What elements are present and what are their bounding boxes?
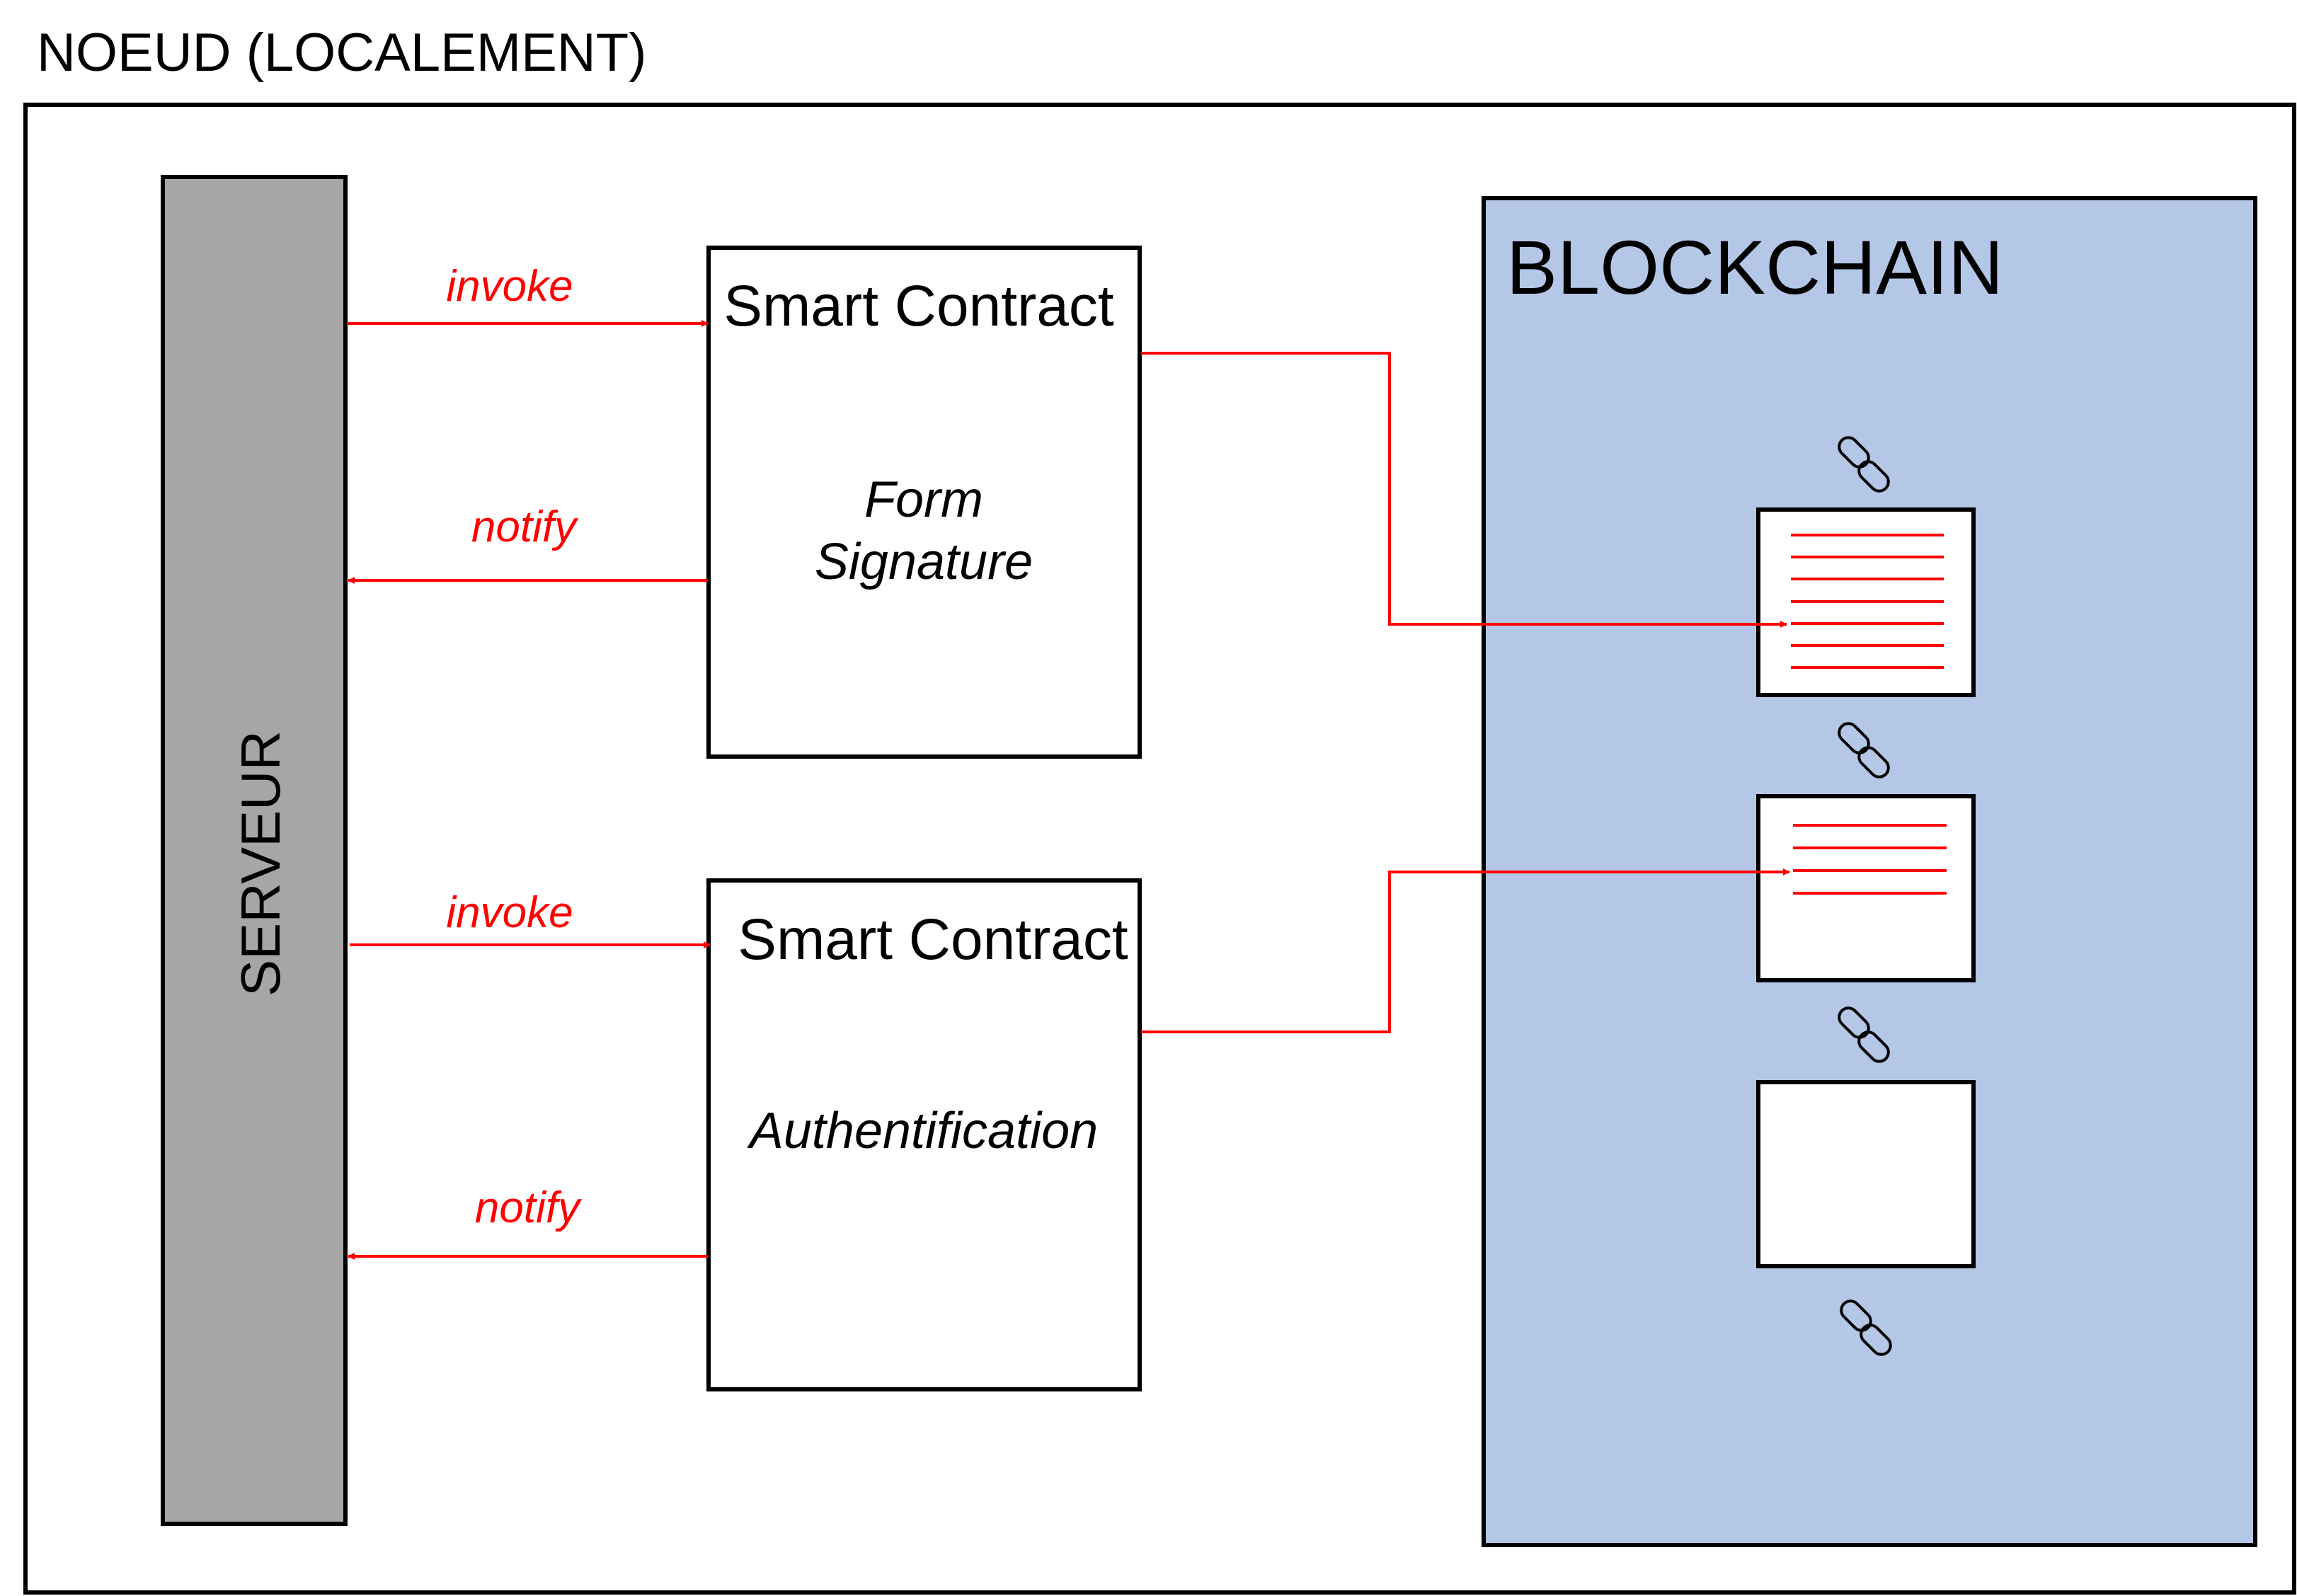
- smart-contract-box-form-signature: [706, 246, 1142, 759]
- smart-contract-box-authentification: [706, 878, 1142, 1391]
- contract-purpose-line: Signature: [815, 534, 1033, 590]
- block-data-lines: [1793, 824, 1947, 895]
- smart-contract-title: Smart Contract: [723, 274, 1114, 338]
- invoke-label: invoke: [446, 888, 573, 937]
- blockchain-title: BLOCKCHAIN: [1506, 224, 2003, 310]
- contract-to-block-connector: [1141, 868, 1790, 1033]
- server-label: SERVEUR: [229, 730, 292, 997]
- block-2: [1756, 794, 1976, 982]
- contract-to-block-connector: [1141, 352, 1787, 628]
- block-3: [1756, 1080, 1976, 1268]
- block-data-lines: [1791, 534, 1944, 669]
- contract-purpose-line: Authentification: [747, 1103, 1098, 1159]
- node-title: NOEUD (LOCALEMENT): [37, 23, 646, 83]
- notify-label: notify: [475, 1183, 583, 1232]
- invoke-label: invoke: [446, 262, 573, 311]
- block-1: [1756, 507, 1976, 697]
- server-bar: [161, 175, 348, 1526]
- notify-label: notify: [471, 503, 579, 551]
- contract-purpose-line: Form: [864, 471, 983, 528]
- smart-contract-title: Smart Contract: [738, 907, 1128, 972]
